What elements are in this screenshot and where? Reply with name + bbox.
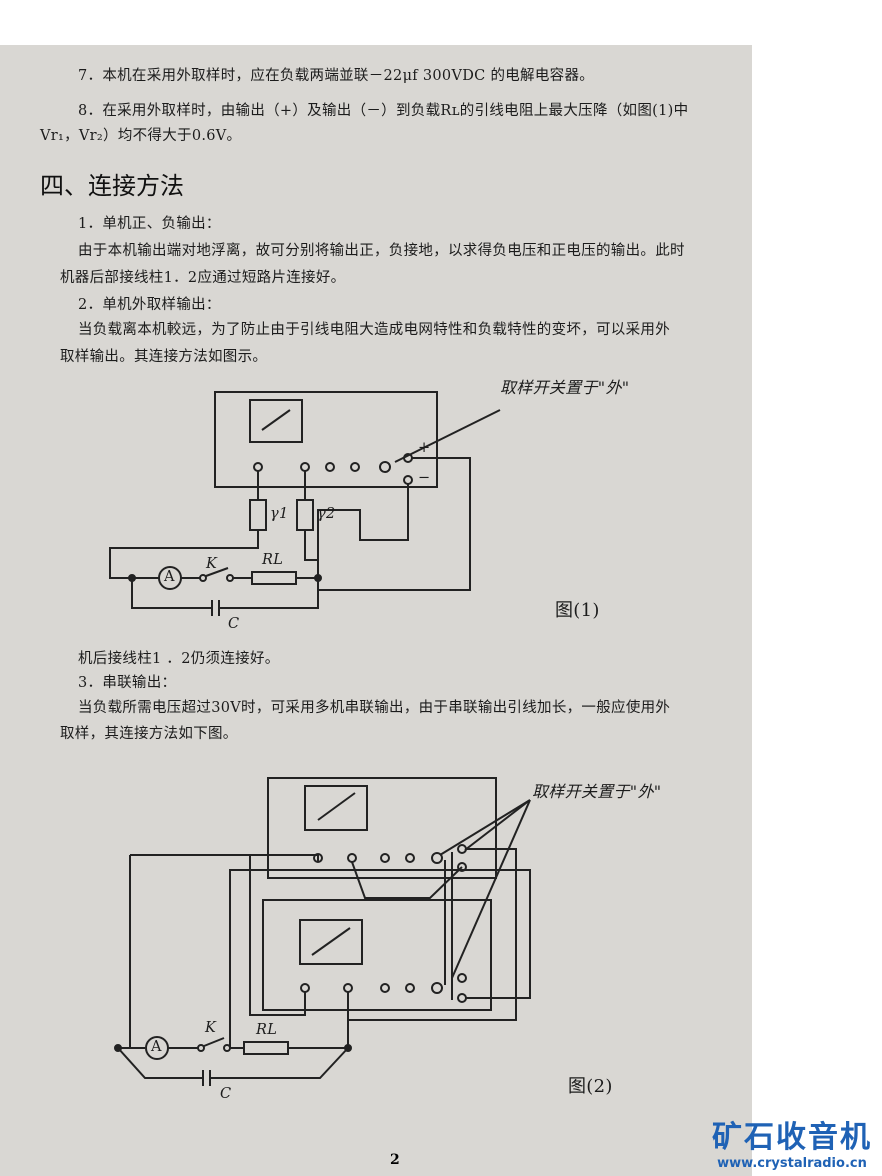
- text-line: Vr₁，Vr₂）均不得大于0.6V。: [40, 128, 242, 144]
- text-line: 2．单机外取样输出：: [78, 297, 221, 313]
- fig2-capacitor-label: C: [220, 1086, 232, 1102]
- text-line: 由于本机输出端对地浮离，故可分别将输出正，负接地，以求得负电压和正电压的输出。此…: [78, 243, 685, 259]
- text-line: 当负载所需电压超过30V时，可采用多机串联输出，由于串联输出引线加长，一般应使用…: [78, 700, 671, 716]
- section-title: 四、连接方法: [40, 172, 184, 200]
- watermark: 矿石收音机 www.crystalradio.cn: [712, 1112, 872, 1171]
- text-line: 1．单机正、负输出：: [78, 216, 221, 232]
- text-line: 当负载离本机較远，为了防止由于引线电阻大造成电网特性和负载特性的变坏，可以采用外: [78, 322, 670, 338]
- fig2-load-label: RL: [256, 1022, 278, 1038]
- watermark-title: 矿石收音机: [712, 1120, 872, 1155]
- fig2-ammeter-label: A: [151, 1039, 162, 1055]
- text-line: 7．本机在采用外取样时，应在负载两端並联－22μf 300VDC 的电解电容器。: [78, 68, 595, 84]
- text-line: 取样，其连接方法如下图。: [60, 726, 238, 742]
- document-page: [0, 45, 752, 1176]
- fig1-note: 取样开关置于"外": [500, 378, 630, 397]
- fig1-r2-label: γ2: [317, 506, 336, 522]
- page-number: 2: [390, 1152, 400, 1168]
- fig2-caption: 图(2): [568, 1076, 613, 1097]
- fig1-minus: −: [418, 470, 431, 486]
- fig1-caption: 图(1): [555, 600, 600, 621]
- fig2-note: 取样开关置于"外": [532, 782, 662, 801]
- text-line: 3．串联输出：: [78, 675, 177, 691]
- fig1-ammeter-label: A: [164, 569, 175, 585]
- text-line: 取样输出。其连接方法如图示。: [60, 349, 268, 365]
- fig1-load-label: RL: [262, 552, 284, 568]
- watermark-url: www.crystalradio.cn: [717, 1156, 867, 1171]
- fig1-capacitor-label: C: [228, 616, 240, 632]
- fig1-switch-label: K: [206, 556, 218, 572]
- text-line: 机器后部接线柱1．2应通过短路片连接好。: [60, 270, 346, 286]
- fig2-switch-label: K: [205, 1020, 217, 1036]
- fig1-plus: +: [418, 440, 431, 456]
- fig1-r1-label: γ1: [270, 506, 289, 522]
- text-line: 8．在采用外取样时，由输出（+）及输出（－）到负载Rʟ的引线电阻上最大压降（如图…: [78, 103, 689, 119]
- text-line: 机后接线柱1 ．2仍须连接好。: [78, 651, 280, 667]
